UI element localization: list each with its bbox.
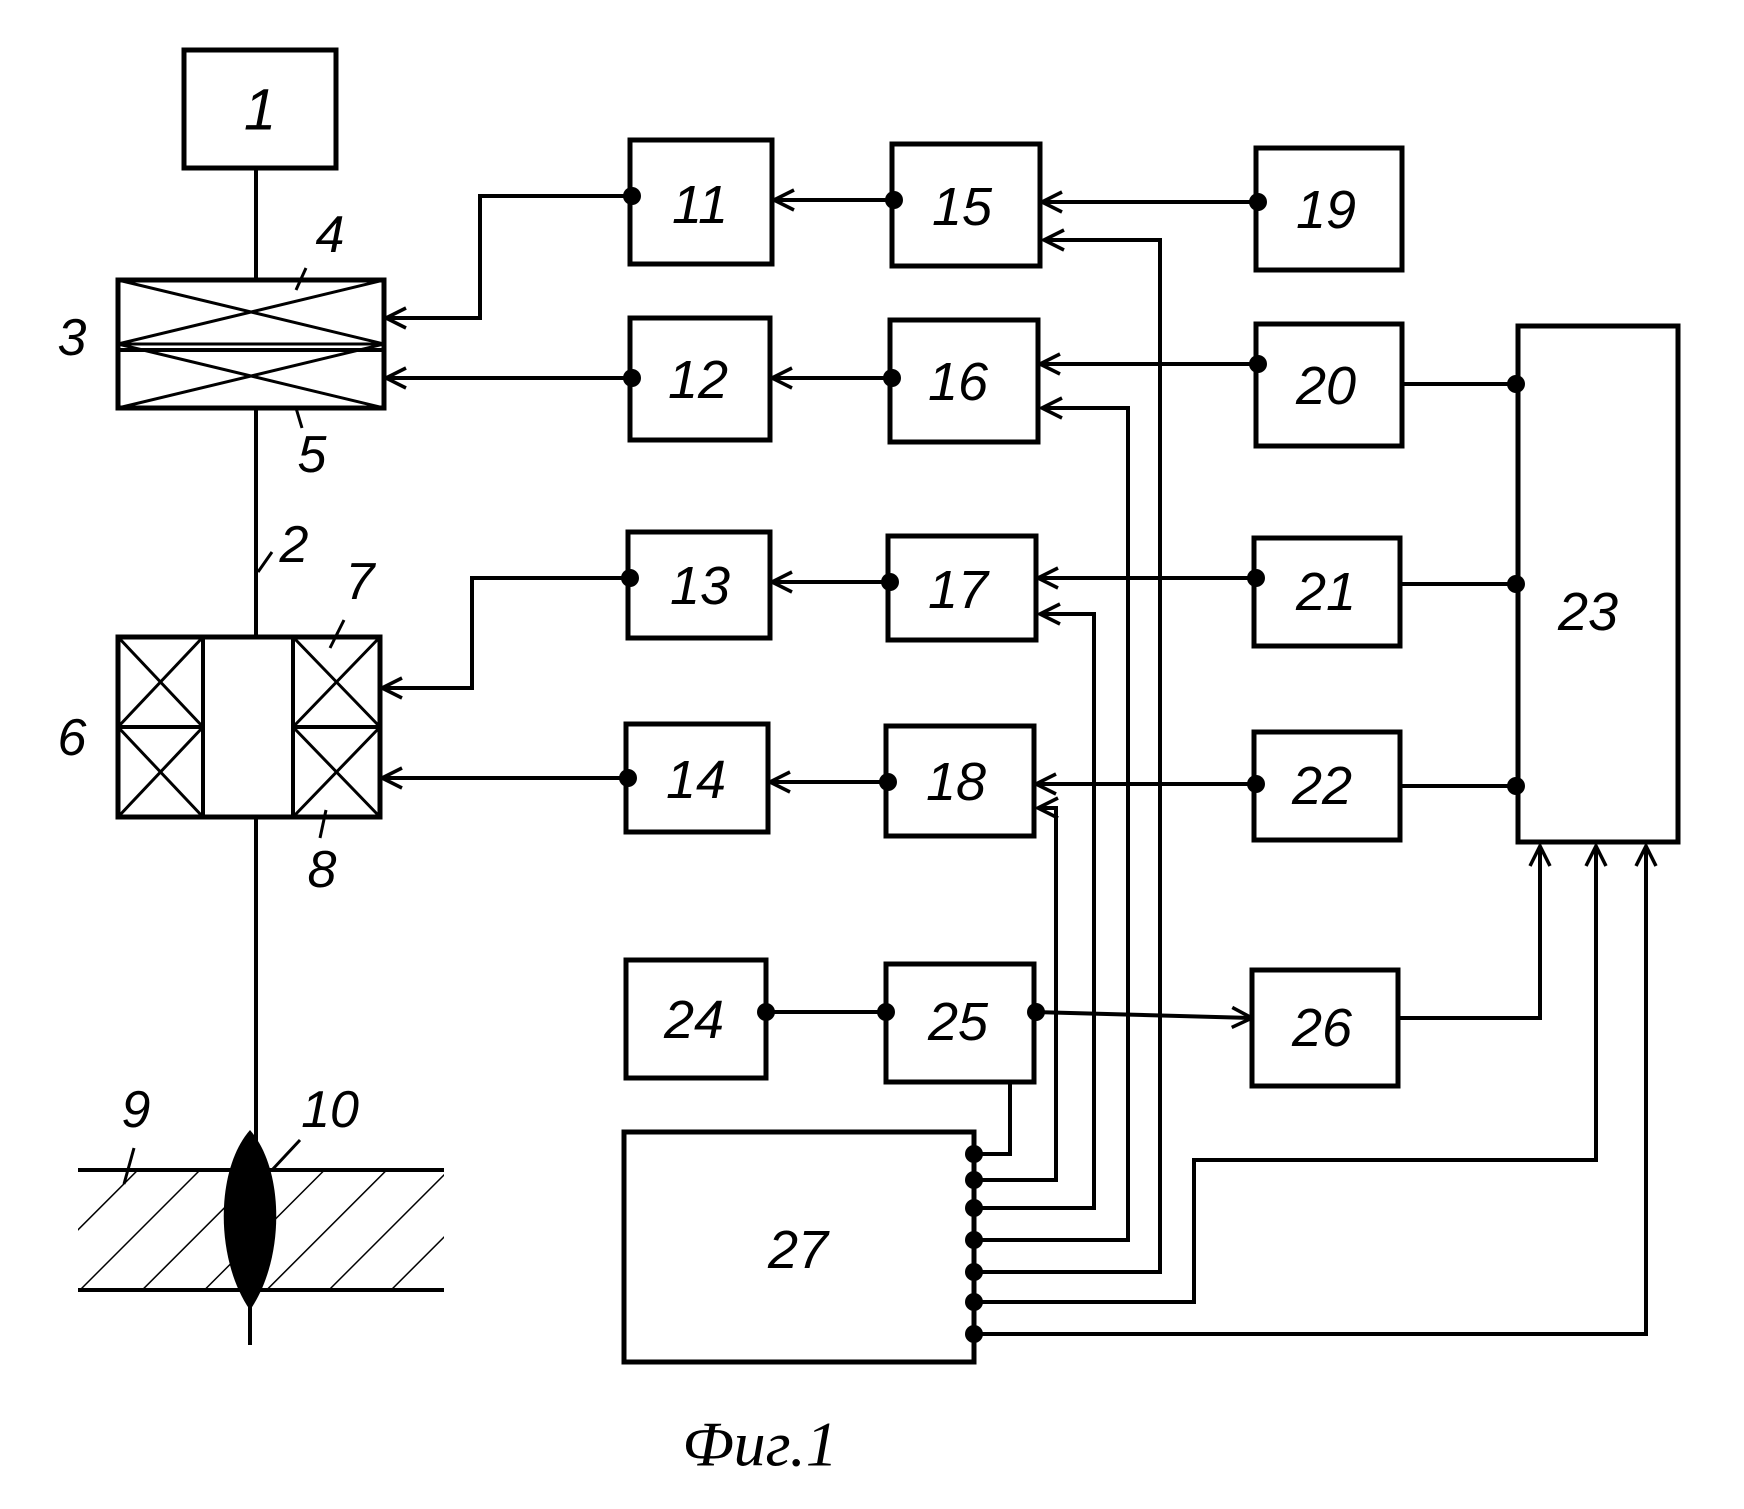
block-26-label: 26 — [1291, 998, 1353, 1058]
block-17 — [885, 533, 1039, 643]
label-9: 9 — [122, 1081, 151, 1139]
label-8: 8 — [308, 841, 337, 899]
block-25 — [883, 961, 1037, 1085]
figure-caption: Фиг.1 — [682, 1409, 838, 1480]
block-11 — [627, 137, 775, 267]
block-15-label: 15 — [932, 177, 993, 237]
block-19-label: 19 — [1296, 180, 1356, 240]
block-17-label: 17 — [928, 560, 990, 620]
focusing-system-6 — [115, 634, 383, 820]
block-16 — [887, 317, 1041, 445]
label-3: 3 — [58, 309, 87, 367]
block-12-label: 12 — [668, 350, 728, 410]
block-25-label: 25 — [927, 992, 989, 1052]
block-24-label: 24 — [663, 990, 724, 1050]
label-2: 2 — [279, 516, 309, 574]
block-18-label: 18 — [926, 752, 986, 812]
block-16-label: 16 — [928, 352, 989, 412]
connections — [382, 187, 1646, 1343]
label-6: 6 — [58, 709, 87, 767]
block-23 — [1515, 323, 1681, 845]
block-1-label: 1 — [244, 78, 276, 143]
block-21-label: 21 — [1295, 562, 1356, 622]
block-20 — [1253, 321, 1405, 449]
label-10: 10 — [301, 1081, 359, 1139]
block-27-label: 27 — [767, 1220, 830, 1280]
block-13-label: 13 — [670, 556, 730, 616]
block-23-label: 23 — [1557, 582, 1618, 642]
label-7: 7 — [346, 553, 377, 611]
block-19 — [1253, 145, 1405, 273]
beam-column: 1 — [78, 47, 444, 1345]
block-20-label: 20 — [1295, 356, 1356, 416]
label-4: 4 — [316, 206, 345, 264]
deflection-system-3 — [115, 277, 387, 411]
block-15 — [889, 141, 1043, 269]
block-22 — [1251, 729, 1403, 843]
block-14-label: 14 — [666, 750, 726, 810]
block-26 — [1249, 967, 1401, 1089]
block-13 — [625, 529, 773, 641]
weld-pool-10 — [223, 1130, 277, 1310]
block-21 — [1251, 535, 1403, 649]
block-22-label: 22 — [1291, 756, 1352, 816]
block-1 — [181, 47, 339, 171]
label-5: 5 — [298, 426, 328, 484]
block-11-label: 11 — [672, 175, 728, 235]
